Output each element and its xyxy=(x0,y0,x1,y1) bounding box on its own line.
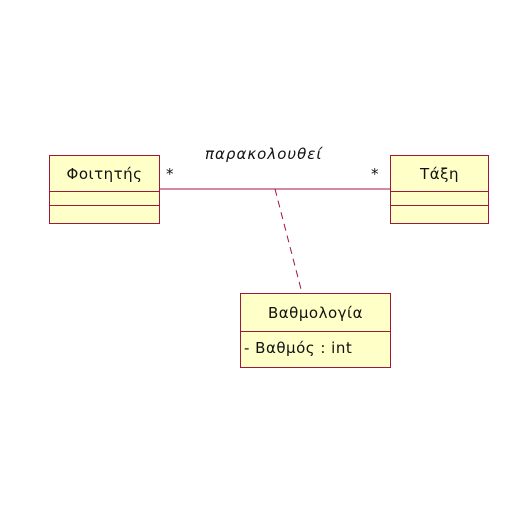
multiplicity-right: * xyxy=(371,165,379,183)
operations-compartment-student xyxy=(50,206,159,223)
association-name-label: παρακολουθεί xyxy=(205,145,323,163)
association-class-dashed-link xyxy=(274,188,303,294)
class-box-class[interactable]: Τάξη xyxy=(390,155,489,224)
association-class-box-grade[interactable]: Βαθμολογία - Βαθμός : int xyxy=(240,293,391,368)
class-box-student[interactable]: Φοιτητής xyxy=(49,155,160,224)
class-name-grade: Βαθμολογία xyxy=(241,294,390,332)
attributes-compartment-student xyxy=(50,192,159,206)
multiplicity-left: * xyxy=(166,165,174,183)
attribute-item: - Βαθμός : int xyxy=(244,339,353,357)
attributes-compartment-grade: - Βαθμός : int xyxy=(241,332,390,367)
class-name-class: Τάξη xyxy=(391,156,488,192)
attributes-compartment-class xyxy=(391,192,488,206)
class-name-student: Φοιτητής xyxy=(50,156,159,192)
operations-compartment-class xyxy=(391,206,488,223)
